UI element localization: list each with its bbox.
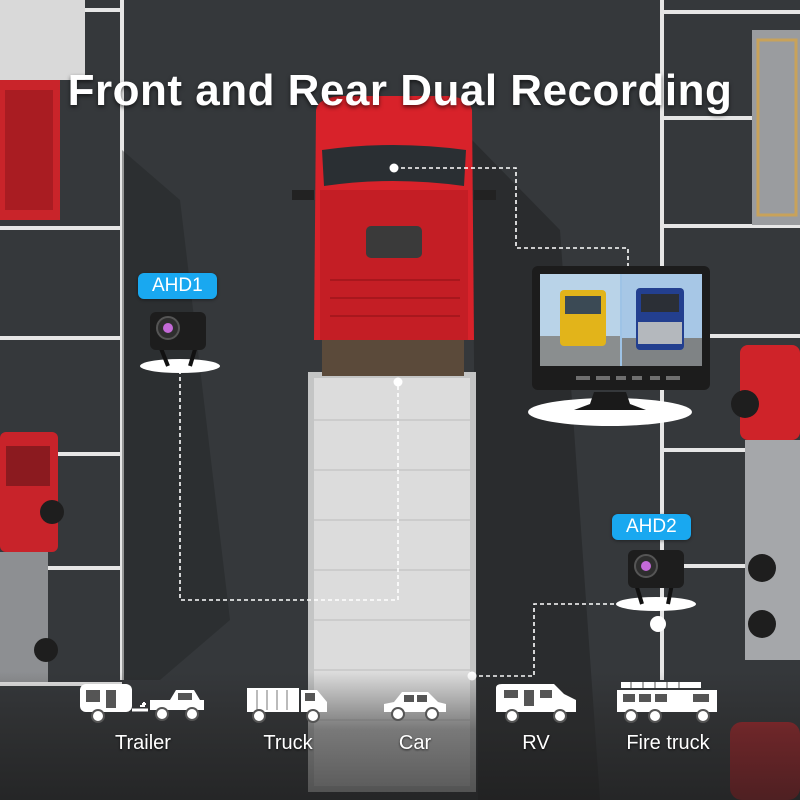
vehicle-item-trailer: Trailer bbox=[78, 680, 208, 755]
parked-trailer-top-left bbox=[0, 0, 85, 220]
vehicle-label-truck: Truck bbox=[263, 732, 313, 754]
vehicle-label-rv: RV bbox=[522, 732, 550, 754]
camera-badge-ahd2: AHD2 bbox=[612, 514, 691, 540]
camera-badge-ahd1: AHD1 bbox=[138, 273, 217, 299]
vehicle-item-car: Car bbox=[370, 680, 460, 755]
truck-icon bbox=[247, 688, 327, 723]
vehicle-item-fire-truck: Fire truck bbox=[608, 680, 728, 755]
vehicle-item-rv: RV bbox=[488, 680, 584, 755]
vehicle-label-trailer: Trailer bbox=[115, 732, 171, 754]
vehicle-label-car: Car bbox=[398, 732, 432, 754]
trailer-icon bbox=[80, 684, 204, 723]
fire-truck-icon bbox=[617, 682, 717, 723]
headline: Front and Rear Dual Recording bbox=[67, 66, 733, 115]
car-icon bbox=[384, 692, 446, 721]
vehicle-label-fire-truck: Fire truck bbox=[626, 732, 710, 754]
camera-ahd1 bbox=[140, 312, 220, 373]
parked-trailer-top-right bbox=[752, 30, 800, 225]
rv-icon bbox=[496, 684, 576, 723]
dual-screen-monitor bbox=[528, 266, 710, 426]
camera-ahd2 bbox=[616, 550, 696, 611]
parked-truck-right bbox=[731, 345, 800, 660]
vehicle-item-truck: Truck bbox=[238, 680, 338, 755]
parked-truck-left bbox=[0, 432, 64, 682]
